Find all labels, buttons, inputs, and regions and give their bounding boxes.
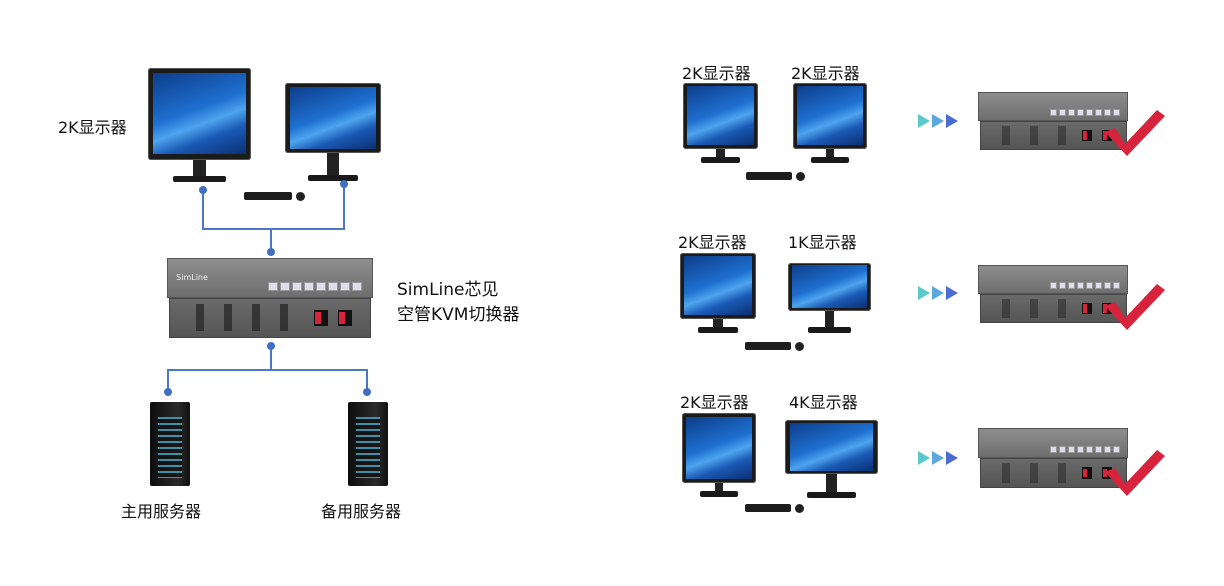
check-icon [1105, 110, 1165, 156]
server-icon [150, 402, 190, 486]
kvm-label: 空管KVM切换器 [397, 305, 520, 325]
monitor-label: 2K显示器 [58, 118, 127, 137]
keyboard-mouse-icon [745, 504, 804, 513]
backup-server-label: 备用服务器 [321, 502, 402, 521]
check-icon [1105, 450, 1165, 496]
arrow-icon [918, 286, 960, 300]
arrow-icon [918, 451, 960, 465]
arrow-icon [918, 114, 960, 128]
kvm-switch-icon: SimLine [167, 258, 373, 338]
kvm-switch-icon [978, 265, 1128, 323]
monitor-icon [788, 263, 871, 333]
monitor-label: 1K显示器 [788, 233, 857, 252]
monitor-label: 4K显示器 [789, 393, 858, 412]
server-icon [348, 402, 388, 486]
monitor-icon [148, 68, 251, 182]
monitor-label: 2K显示器 [682, 64, 751, 83]
monitor-icon [682, 413, 756, 497]
monitor-icon [285, 83, 381, 181]
monitor-icon [683, 83, 758, 163]
kvm-label: SimLine芯见 [397, 280, 499, 300]
monitor-icon [785, 420, 878, 498]
check-icon [1105, 284, 1165, 330]
keyboard-mouse-icon [745, 342, 804, 351]
keyboard-mouse-icon [244, 192, 305, 201]
monitor-icon [793, 83, 867, 163]
monitor-label: 2K显示器 [791, 64, 860, 83]
primary-server-label: 主用服务器 [121, 502, 202, 521]
monitor-label: 2K显示器 [678, 233, 747, 252]
monitor-icon [680, 253, 756, 333]
keyboard-mouse-icon [746, 172, 805, 181]
kvm-switch-icon [978, 92, 1128, 150]
kvm-logo: SimLine [176, 273, 208, 283]
monitor-label: 2K显示器 [680, 393, 749, 412]
